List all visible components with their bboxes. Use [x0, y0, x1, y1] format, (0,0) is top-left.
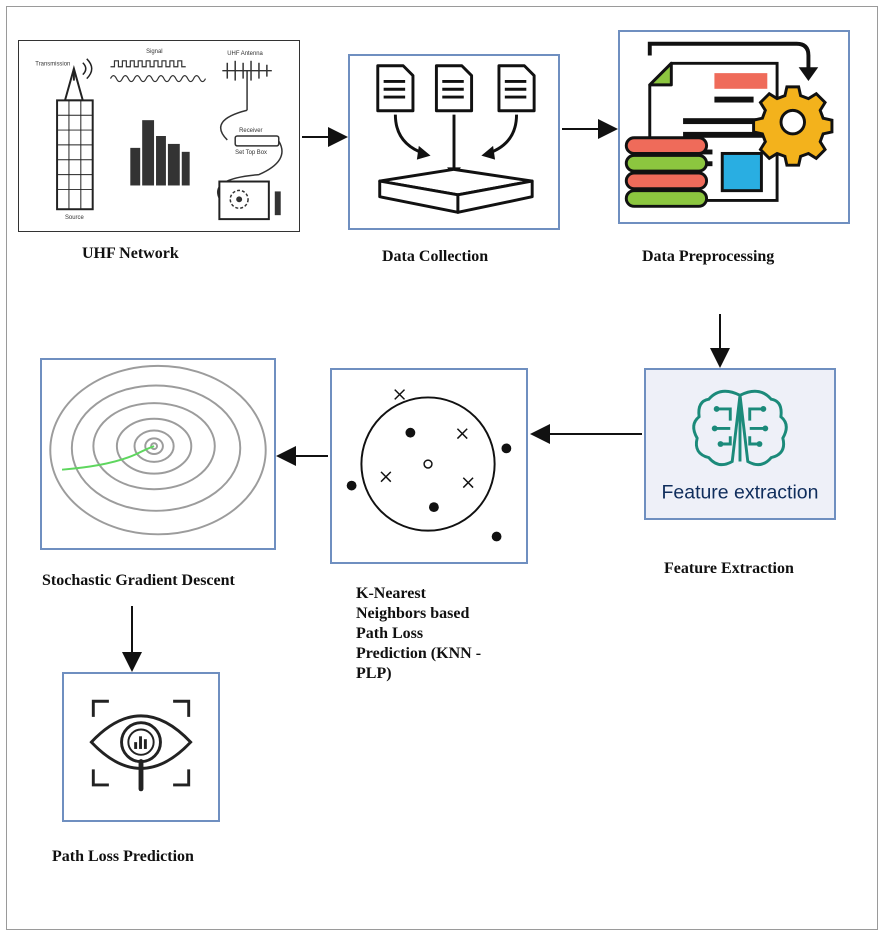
knn-label-line: Prediction (KNN -: [356, 645, 482, 662]
knn-label-line: K-Nearest: [356, 585, 426, 602]
svg-text:Transmission: Transmission: [35, 62, 70, 68]
diagram-frame: [6, 6, 878, 930]
sgd-box: [40, 358, 276, 550]
svg-text:UHF Antenna: UHF Antenna: [227, 51, 263, 57]
knn-scatter-icon: [346, 389, 512, 542]
feature-extraction-label: Feature Extraction: [664, 560, 794, 577]
contour-gradient-icon: [49, 364, 267, 536]
sgd-label: Stochastic Gradient Descent: [42, 572, 235, 589]
knn-plp-box: [330, 368, 528, 564]
knn-plp-label: K-Nearest Neighbors based Path Loss Pred…: [356, 584, 526, 684]
document-database-gear-icon: [624, 41, 834, 208]
data-collection-box: [348, 54, 560, 230]
svg-text:Signal: Signal: [146, 49, 162, 55]
svg-text:Source: Source: [65, 215, 84, 221]
svg-text:Receiver: Receiver: [239, 128, 262, 134]
svg-text:Set Top Box: Set Top Box: [235, 150, 267, 156]
data-collection-label: Data Collection: [382, 248, 489, 265]
feature-extraction-box: Feature extraction: [644, 368, 836, 520]
uhf-network-box: Transmission Source Signal UHF Antenna R…: [18, 40, 300, 232]
svg-text:Feature extraction: Feature extraction: [662, 482, 819, 504]
documents-into-tray-icon: [376, 64, 536, 214]
uhf-network-illustration: Transmission Source Signal UHF Antenna R…: [35, 49, 283, 221]
eye-magnifier-icon: [89, 699, 193, 792]
path-loss-prediction-box: [62, 672, 220, 822]
knn-label-line: PLP): [356, 665, 392, 682]
data-preprocessing-box: [618, 30, 850, 224]
knn-label-line: Path Loss: [356, 625, 424, 642]
uhf-network-label: UHF Network: [82, 245, 179, 262]
knn-label-line: Neighbors based: [356, 605, 470, 622]
data-preprocessing-label: Data Preprocessing: [642, 248, 775, 265]
brain-circuit-icon: Feature extraction: [662, 389, 819, 504]
path-loss-prediction-label: Path Loss Prediction: [52, 848, 194, 865]
